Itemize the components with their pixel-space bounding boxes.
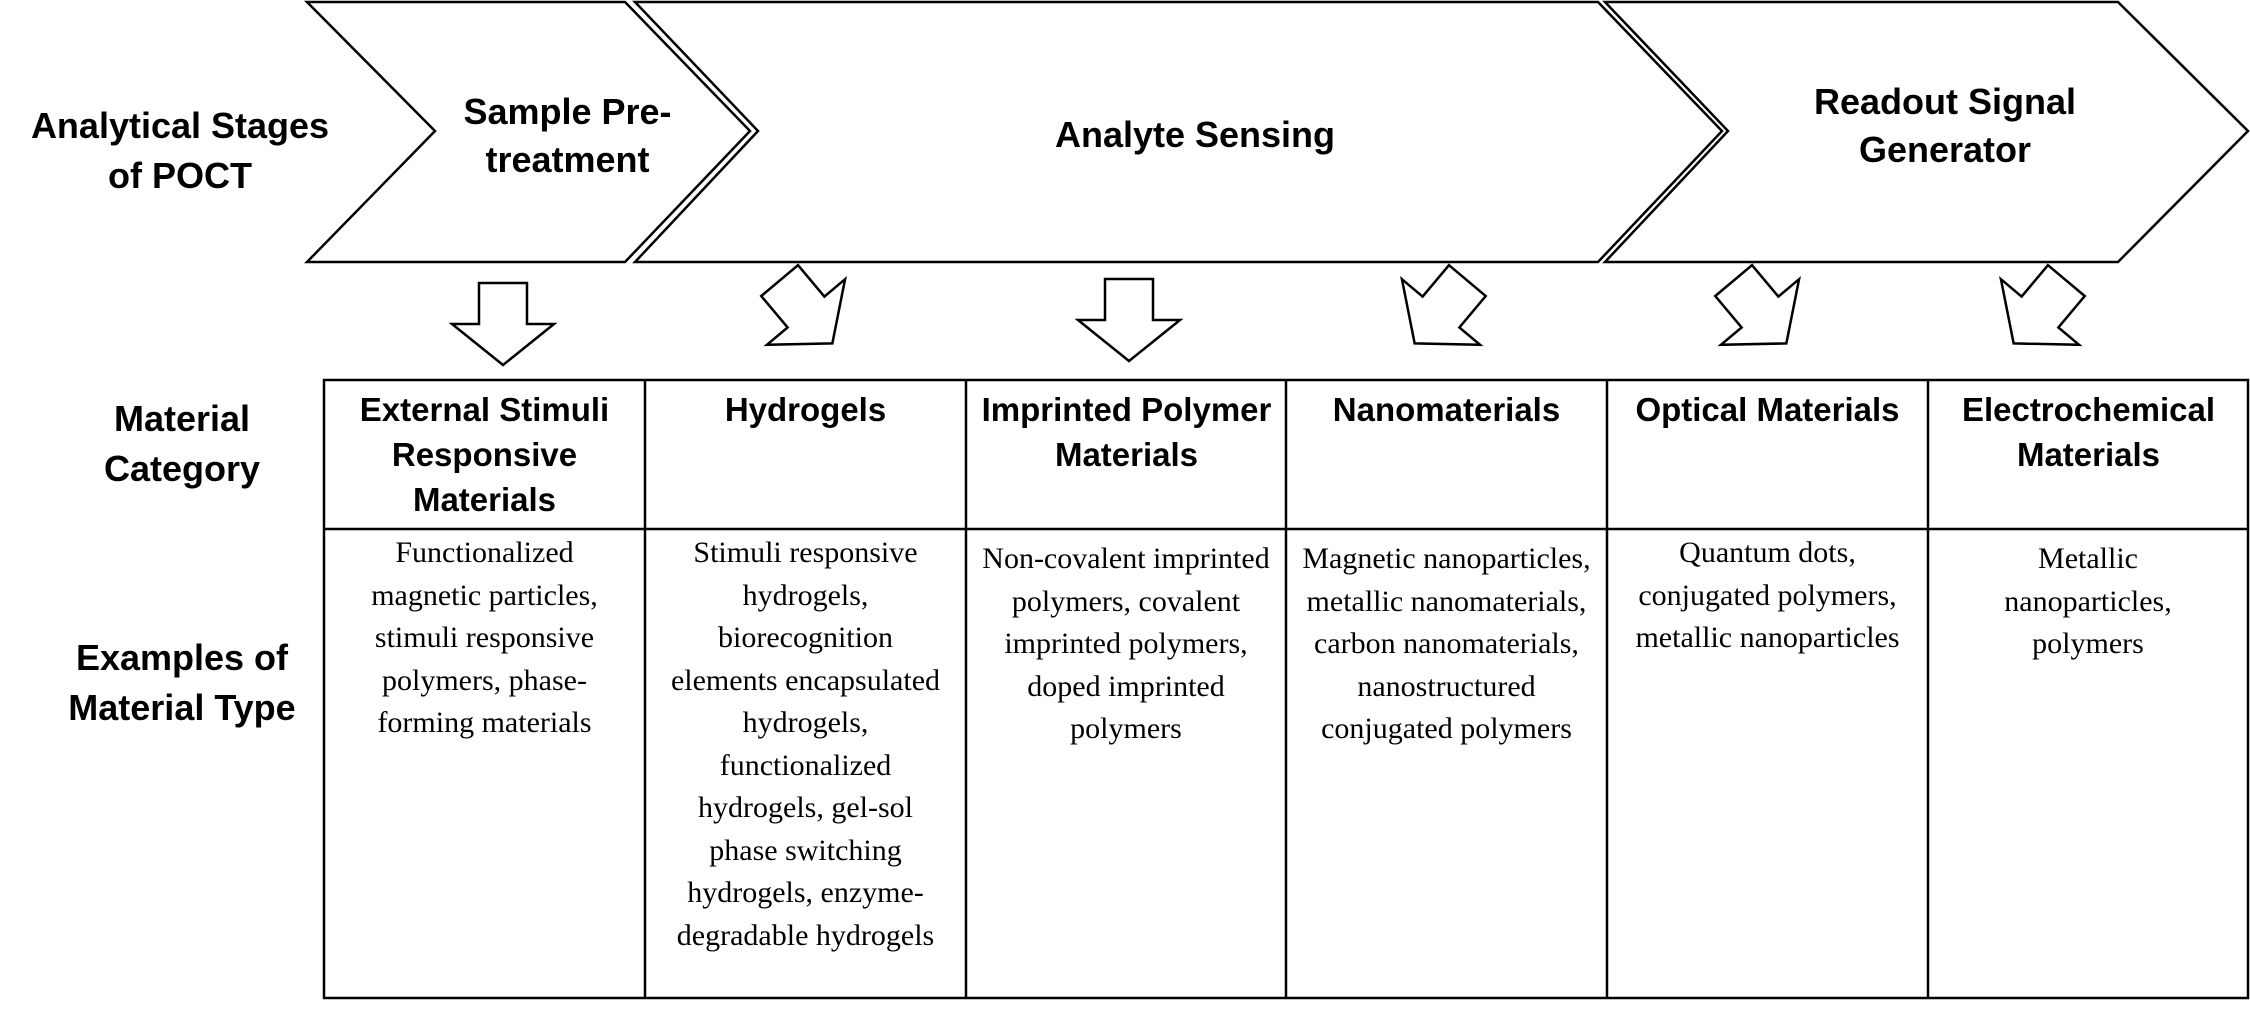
- arrow-down-left-icon: [1713, 263, 1801, 347]
- stage-chevron-analyte-sensing: [632, 0, 1724, 264]
- row-label-material-category: Material Category: [103, 398, 261, 489]
- examples-nanomaterials: Magnetic nanoparticles, metallic nanomat…: [1302, 542, 1591, 745]
- examples-optical-materials: Quantum dots, conjugated polymers, metal…: [1635, 536, 1900, 654]
- arrow-down-icon: [448, 281, 558, 367]
- row-label-examples-material-type: Examples of Material Type: [68, 637, 296, 728]
- stage-label-analyte-sensing: Analyte Sensing: [1054, 114, 1336, 155]
- stage-chevron-sample-pretreatment: [303, 0, 752, 264]
- examples-imprinted-polymers: Non-covalent imprinted polymers, covalen…: [982, 542, 1270, 745]
- arrow-down-right-icon: [1400, 263, 1488, 347]
- arrow-down-left-icon: [759, 263, 847, 347]
- category-nanomaterials: Nanomaterials: [1332, 391, 1561, 428]
- category-imprinted-polymers: Imprinted Polymer Materials: [981, 391, 1272, 473]
- category-external-stimuli: External Stimuli Responsive Materials: [359, 391, 610, 518]
- examples-electrochemical-materials: Metallic nanoparticles, polymers: [2004, 542, 2172, 660]
- examples-external-stimuli: Functionalized magnetic particles, stimu…: [371, 536, 598, 739]
- materials-table-grid: [322, 378, 2250, 1000]
- examples-hydrogels: Stimuli responsive hydrogels, biorecogni…: [670, 536, 941, 952]
- stage-label-readout-signal: Readout Signal Generator: [1813, 81, 2077, 170]
- arrow-down-icon: [1074, 277, 1184, 363]
- arrow-down-right-icon: [1999, 263, 2087, 347]
- row-label-analytical-stages: Analytical Stages of POCT: [30, 105, 330, 196]
- category-hydrogels: Hydrogels: [724, 391, 887, 428]
- category-electrochemical-materials: Electrochemical Materials: [1961, 391, 2216, 473]
- category-optical-materials: Optical Materials: [1635, 391, 1900, 428]
- stage-chevron-readout-signal: [1602, 0, 2250, 264]
- stage-label-sample-pretreatment: Sample Pre-treatment: [463, 91, 672, 180]
